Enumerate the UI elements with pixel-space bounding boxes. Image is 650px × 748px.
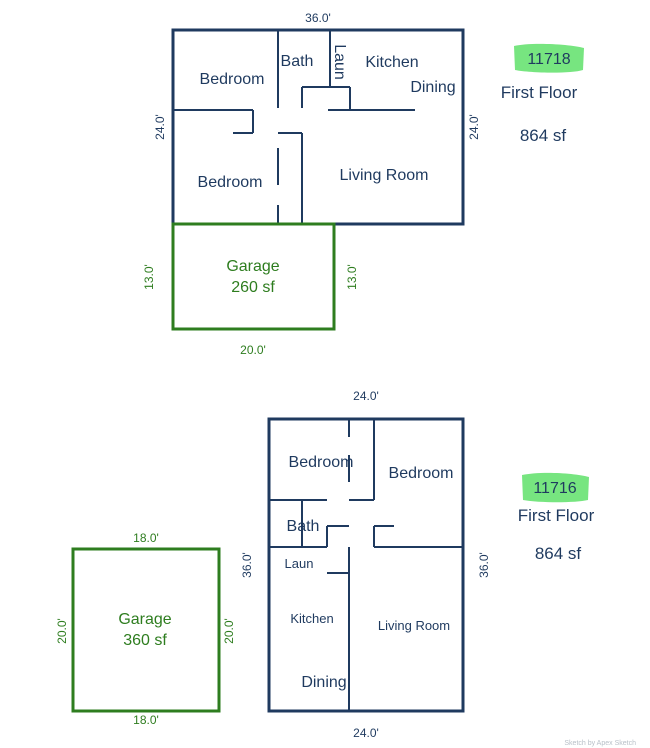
dimension-top: 24.0' bbox=[353, 389, 379, 403]
area-label: 864 sf bbox=[535, 544, 582, 563]
room-label-dining: Dining bbox=[301, 674, 346, 691]
room-label-kitchen: Kitchen bbox=[290, 611, 333, 626]
room-label-living-room: Living Room bbox=[340, 167, 429, 184]
room-label-laun: Laun bbox=[285, 556, 314, 571]
plan-id: 11718 bbox=[527, 51, 570, 68]
garage-title: Garage bbox=[226, 258, 279, 275]
id-highlight bbox=[522, 472, 589, 503]
garage-dimension-right: 20.0' bbox=[222, 618, 236, 644]
house-outline bbox=[267, 417, 465, 713]
room-label-bedroom: Bedroom bbox=[200, 71, 265, 88]
house-outline bbox=[171, 28, 465, 226]
dimension-right: 36.0' bbox=[477, 552, 491, 578]
area-label: 864 sf bbox=[520, 126, 567, 145]
plan-id: 11716 bbox=[533, 480, 576, 497]
dimension-top: 36.0' bbox=[305, 11, 331, 25]
room-label-bedroom: Bedroom bbox=[198, 174, 263, 191]
plan-11718: Bedroom Bath Laun Kitchen Dining Bedroom… bbox=[142, 11, 584, 357]
garage-dimension-top: 18.0' bbox=[133, 531, 159, 545]
footer-credit: Sketch by Apex Sketch bbox=[564, 740, 636, 747]
dimension-left: 36.0' bbox=[240, 552, 254, 578]
garage-title: Garage bbox=[118, 611, 171, 628]
floor-label: First Floor bbox=[518, 506, 595, 525]
room-label-bedroom: Bedroom bbox=[389, 465, 454, 482]
room-label-dining: Dining bbox=[410, 79, 455, 96]
room-label-laun: Laun bbox=[331, 44, 348, 80]
room-label-kitchen: Kitchen bbox=[365, 54, 418, 71]
garage-area: 360 sf bbox=[123, 632, 167, 649]
garage-area: 260 sf bbox=[231, 279, 275, 296]
garage-outline bbox=[171, 222, 336, 331]
garage-dimension-left: 13.0' bbox=[142, 264, 156, 290]
floor-label: First Floor bbox=[501, 83, 578, 102]
room-label-bedroom: Bedroom bbox=[289, 454, 354, 471]
garage-dimension-bottom: 18.0' bbox=[133, 713, 159, 727]
garage-dimension-bottom: 20.0' bbox=[240, 343, 266, 357]
id-highlight bbox=[514, 43, 584, 73]
dimension-bottom: 24.0' bbox=[353, 726, 379, 740]
room-label-bath: Bath bbox=[287, 518, 320, 535]
dimension-left: 24.0' bbox=[153, 114, 167, 140]
room-label-bath: Bath bbox=[281, 53, 314, 70]
interior-walls bbox=[269, 419, 463, 711]
plan-11716: Bedroom Bedroom Bath Laun Kitchen Living… bbox=[55, 389, 595, 740]
interior-walls bbox=[173, 30, 415, 224]
garage-outline bbox=[71, 547, 221, 713]
room-label-living-room: Living Room bbox=[378, 618, 450, 633]
dimension-right: 24.0' bbox=[467, 114, 481, 140]
garage-dimension-right: 13.0' bbox=[345, 264, 359, 290]
garage-dimension-left: 20.0' bbox=[55, 618, 69, 644]
